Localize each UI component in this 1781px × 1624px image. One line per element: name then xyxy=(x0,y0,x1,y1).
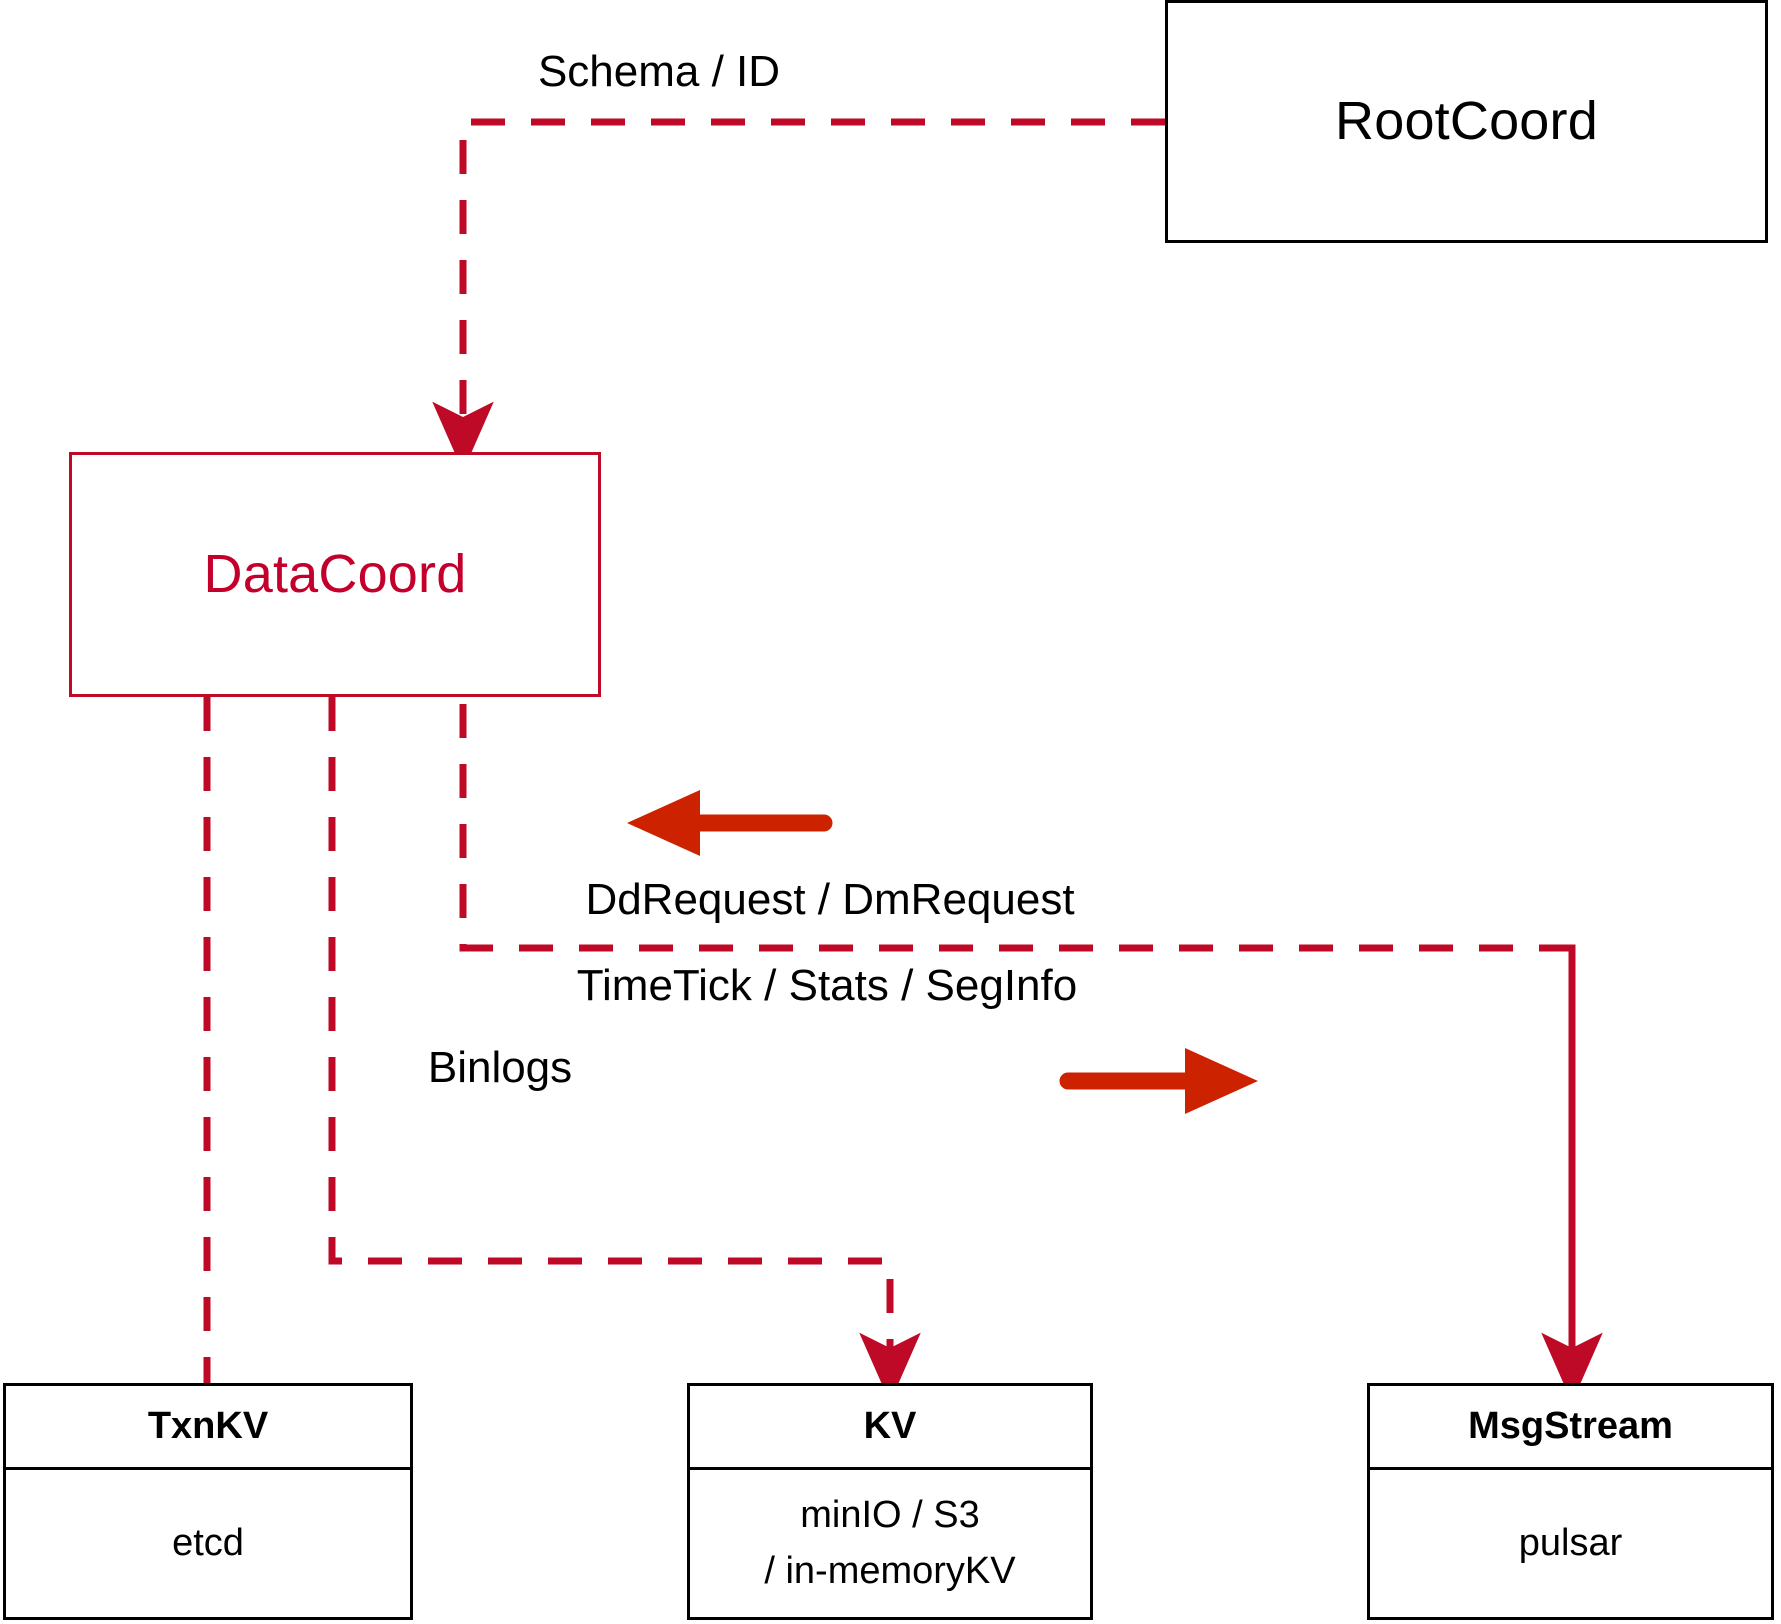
inbound-direction-arrow xyxy=(627,790,833,856)
node-msgstream-title: MsgStream xyxy=(1370,1386,1771,1470)
edge-rootcoord-to-datacoord xyxy=(432,118,1165,472)
node-kv-body: minIO / S3 / in-memoryKV xyxy=(690,1470,1090,1617)
edge-datacoord-to-kv xyxy=(328,697,921,1403)
edge-label-dd-dm-request: DdRequest / DmRequest xyxy=(585,875,1075,924)
node-kv[interactable]: KV minIO / S3 / in-memoryKV xyxy=(687,1383,1093,1620)
node-datacoord-label: DataCoord xyxy=(203,543,467,604)
node-msgstream[interactable]: MsgStream pulsar xyxy=(1367,1383,1774,1620)
edge-label-binlogs: Binlogs xyxy=(427,1043,573,1092)
node-kv-title: KV xyxy=(690,1386,1090,1470)
node-kv-impl-line-2: / in-memoryKV xyxy=(764,1549,1016,1592)
node-txnkv[interactable]: TxnKV etcd xyxy=(3,1383,413,1620)
node-datacoord[interactable]: DataCoord xyxy=(69,452,601,697)
node-rootcoord-label: RootCoord xyxy=(1335,90,1598,151)
node-msgstream-body: pulsar xyxy=(1370,1470,1771,1617)
edge-msgstream-datacoord-bus xyxy=(432,598,1603,1403)
edge-label-schema-id: Schema / ID xyxy=(537,47,781,96)
node-txnkv-title: TxnKV xyxy=(6,1386,410,1470)
node-txnkv-body: etcd xyxy=(6,1470,410,1617)
node-txnkv-impl-line-1: etcd xyxy=(172,1521,244,1564)
node-msgstream-impl-line-1: pulsar xyxy=(1518,1521,1623,1564)
outbound-direction-arrow xyxy=(1059,1048,1258,1114)
node-rootcoord[interactable]: RootCoord xyxy=(1165,0,1768,243)
edge-label-timetick-stats-seginfo: TimeTick / Stats / SegInfo xyxy=(576,961,1078,1010)
node-kv-impl-line-1: minIO / S3 xyxy=(800,1494,980,1537)
